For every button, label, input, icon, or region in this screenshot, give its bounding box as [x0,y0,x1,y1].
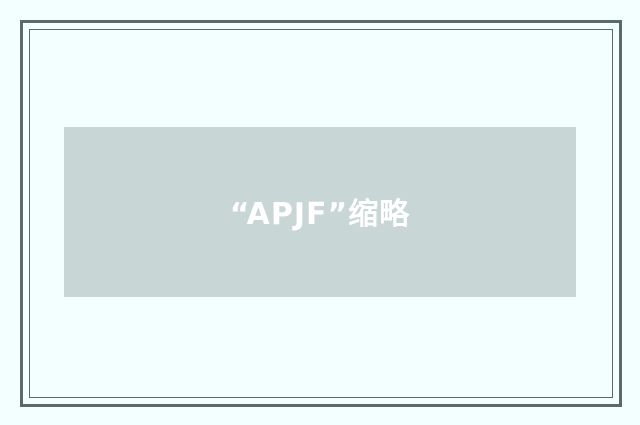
thumbnail-placeholder-text: “APJF”缩略 [229,197,411,232]
outer-frame-border [20,20,622,407]
thumbnail-placeholder: “APJF”缩略 [64,127,576,297]
inner-frame-border [29,29,613,398]
